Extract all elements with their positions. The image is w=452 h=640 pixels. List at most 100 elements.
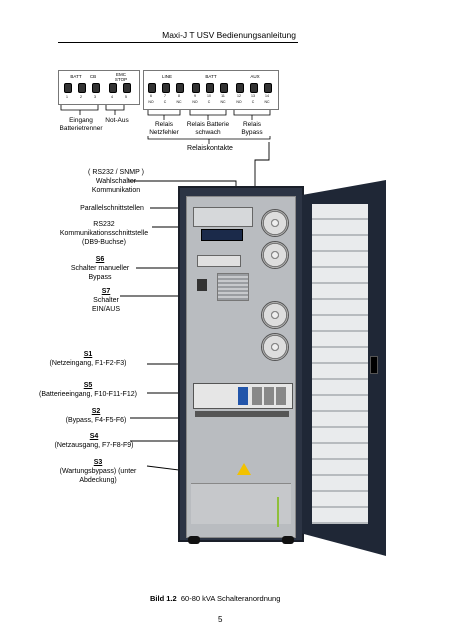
terminal-7 <box>162 83 170 93</box>
contact-label: C <box>251 100 255 104</box>
breaker-s4 <box>276 387 286 405</box>
terminal-number: 3 <box>94 95 96 99</box>
warning-label <box>237 463 251 475</box>
caption-label: Bild 1.2 <box>150 594 177 603</box>
s1-code: S1 <box>83 351 93 358</box>
rs232-port <box>201 229 243 241</box>
door-inner <box>312 204 368 524</box>
terminal-strip-left: BATT CB EMC STOP 1 2 3 4 5 <box>58 70 140 105</box>
terminal-14 <box>264 83 272 93</box>
s4-text: (Netzausgang, F7-F8-F9) <box>54 442 134 449</box>
door-handle <box>370 356 378 374</box>
fan-1 <box>261 209 289 237</box>
s5-code: S5 <box>83 382 93 389</box>
ground-cable <box>277 497 287 527</box>
terminal-12 <box>236 83 244 93</box>
callout-rs232-if: RS232 Kommunikationsschnittstelle (DB9-B… <box>59 221 149 246</box>
group-label-aux: AUX <box>250 74 260 79</box>
caption-text: 60-80 kVA Schalteranordnung <box>180 594 281 603</box>
cabinet-door <box>302 180 386 556</box>
s4-code: S4 <box>89 433 99 440</box>
terminal-5 <box>123 83 131 93</box>
callout-s3: S3 (Wartungsbypass) (unter Abdeckung) <box>58 458 138 485</box>
breaker-row <box>193 383 293 409</box>
s6-text: Schalter manueller Bypass <box>70 265 130 281</box>
s3-code: S3 <box>93 459 103 466</box>
terminal-strip-right: LINE BATT AUX 6 7 8 9 10 11 12 13 14 NO … <box>143 70 279 110</box>
fan-3 <box>261 301 289 329</box>
group-label-batt: BATT <box>70 74 82 79</box>
terminal-number: 13 <box>251 94 255 98</box>
s2-text: (Bypass, F4-F5-F6) <box>65 417 127 424</box>
breaker-s5 <box>252 387 262 405</box>
terminal-number: 5 <box>125 95 127 99</box>
callout-s6: S6 Schalter manueller Bypass <box>60 255 140 282</box>
terminal-11 <box>220 83 228 93</box>
fan-2 <box>261 241 289 269</box>
group-label-line: LINE <box>161 74 172 79</box>
contact-label: NO <box>192 100 198 104</box>
callout-s1: S1 (Netzeingang, F1-F2-F3) <box>28 350 148 368</box>
caster-left <box>188 536 200 544</box>
group-label-emc-stop: EMC STOP <box>114 72 128 82</box>
breaker-s1 <box>238 387 248 405</box>
page-number: 5 <box>218 615 223 624</box>
s5-text: (Batterieeingang, F10-F11-F12) <box>39 391 137 398</box>
s7-code: S7 <box>101 288 111 295</box>
callout-s5: S5 (Batterieeingang, F10-F11-F12) <box>26 381 150 399</box>
label-eingang-batterietrenner: Eingang Batterietrenner <box>59 117 103 132</box>
contact-label: NO <box>148 100 154 104</box>
comm-panel <box>193 207 253 227</box>
terminal-number: 1 <box>66 95 68 99</box>
breaker-s2 <box>264 387 274 405</box>
terminal-4 <box>109 83 117 93</box>
bypass-switch-panel <box>197 255 241 267</box>
terminal-6 <box>148 83 156 93</box>
terminal-number: 12 <box>237 94 241 98</box>
terminal-3 <box>92 83 100 93</box>
terminal-13 <box>250 83 258 93</box>
page-header: Maxi-J T USV Bedienungsanleitung <box>162 30 296 40</box>
contact-label: NC <box>264 100 270 104</box>
cable-harness <box>195 411 289 417</box>
s2-code: S2 <box>91 408 101 415</box>
terminal-2 <box>78 83 86 93</box>
callout-s2: S2 (Bypass, F4-F5-F6) <box>56 407 136 425</box>
s1-text: (Netzeingang, F1-F2-F3) <box>49 360 127 367</box>
group-label-cb: CB <box>89 74 97 79</box>
terminal-8 <box>176 83 184 93</box>
terminal-number: 14 <box>265 94 269 98</box>
contact-label: NC <box>176 100 182 104</box>
terminal-number: 8 <box>178 94 180 98</box>
maintenance-cover <box>191 483 291 524</box>
label-not-aus: Not-Aus <box>105 117 129 124</box>
s6-code: S6 <box>95 256 105 263</box>
s7-text: Schalter EIN/AUS <box>91 297 120 313</box>
callout-s7: S7 Schalter EIN/AUS <box>84 287 128 314</box>
figure-caption: Bild 1.2 60-80 kVA Schalteranordnung <box>150 594 280 603</box>
terminal-number: 9 <box>194 94 196 98</box>
ups-inner-panel <box>186 196 296 538</box>
contact-label: C <box>163 100 167 104</box>
callout-parallel: Parallelschnittstellen <box>80 205 144 212</box>
caster-right <box>282 536 294 544</box>
terminal-number: 10 <box>207 94 211 98</box>
terminal-9 <box>192 83 200 93</box>
label-relais-bypass: Relais Bypass <box>241 121 263 136</box>
terminal-number: 11 <box>221 94 225 98</box>
terminal-number: 4 <box>111 95 113 99</box>
terminal-10 <box>206 83 214 93</box>
contact-label: NC <box>220 100 226 104</box>
terminal-1 <box>64 83 72 93</box>
ups-cabinet <box>178 186 304 544</box>
callout-s4: S4 (Netzausgang, F7-F8-F9) <box>40 432 148 450</box>
label-relais-batterie-schwach: Relais Batterie schwach <box>186 121 230 136</box>
vent-grille <box>217 273 249 301</box>
terminal-number: 7 <box>164 94 166 98</box>
contact-label: C <box>207 100 211 104</box>
terminal-number: 2 <box>80 95 82 99</box>
header-rule <box>58 42 298 43</box>
group-label-batt-relay: BATT <box>205 74 217 79</box>
label-relaiskontakte: Relaiskontakte <box>187 145 233 152</box>
callout-rs232-snmp: ( RS232 / SNMP ) Wahlschalter Kommunikat… <box>88 169 144 194</box>
